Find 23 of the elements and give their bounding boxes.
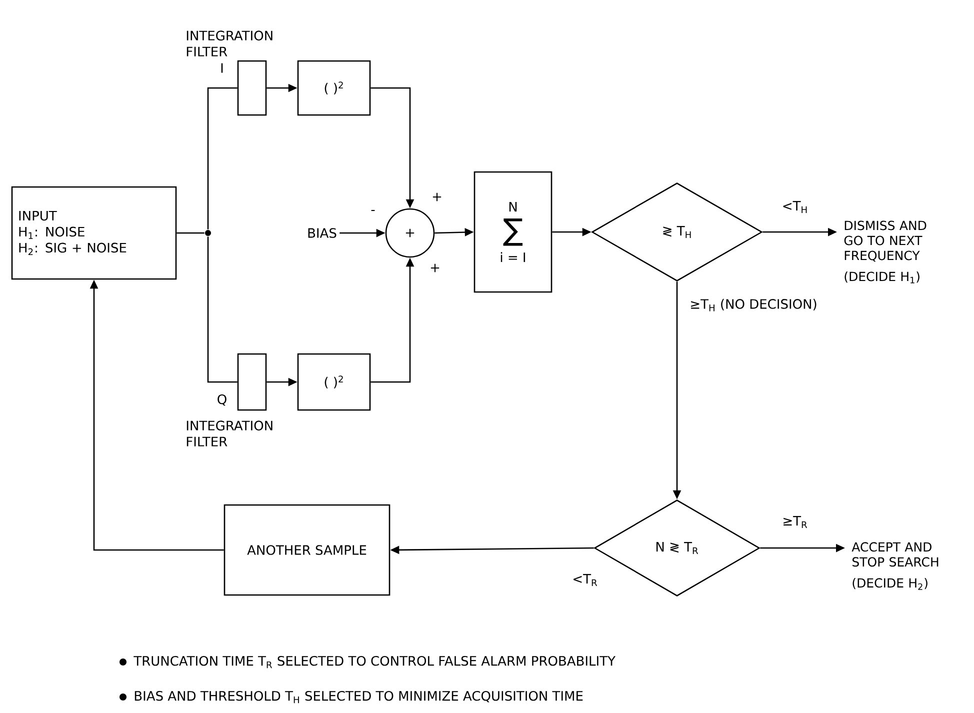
input-box: INPUT H$_{1}$: NOISE H$_{2}$: SIG + NOISE xyxy=(11,186,177,280)
process-box: ( )$^{2}$ xyxy=(297,60,371,116)
outcome-text: ACCEPT AND STOP SEARCH (DECIDE H$_{2}$) xyxy=(852,542,938,590)
edge-label: Q xyxy=(216,393,228,407)
outcome-text: DISMISS AND GO TO NEXT FREQUENCY (DECIDE H$_{1}$) xyxy=(844,220,926,284)
summing-junction: + xyxy=(385,208,435,258)
edge-label: ≥T$_{R}$ xyxy=(781,515,809,529)
filter-label: INTEGRATION FILTER xyxy=(186,420,272,446)
input-label: BIAS xyxy=(308,228,336,238)
filter-label: INTEGRATION FILTER xyxy=(186,30,272,56)
edge-label: - xyxy=(370,208,376,216)
edge-label: <T$_{H}$ xyxy=(780,200,810,214)
filter-box xyxy=(237,60,267,116)
edge-label: + xyxy=(430,192,444,202)
summation-box: N ∑ i = I xyxy=(474,171,552,293)
note: BIAS AND THRESHOLD T$_{H}$ SELECTED TO MINIMIZE ACQUISITION TIME xyxy=(134,690,583,704)
process-box: ANOTHER SAMPLE xyxy=(224,504,390,596)
filter-box xyxy=(237,353,267,411)
edge-label: ≥T$_{H}$ (NO DECISION) xyxy=(688,298,818,312)
process-box: ( )$^{2}$ xyxy=(297,353,371,411)
edge-label: I xyxy=(219,62,225,74)
note: TRUNCATION TIME T$_{R}$ SELECTED TO CONTROL FALSE ALARM PROBABILITY xyxy=(134,656,616,668)
edge-label: + xyxy=(428,262,442,274)
